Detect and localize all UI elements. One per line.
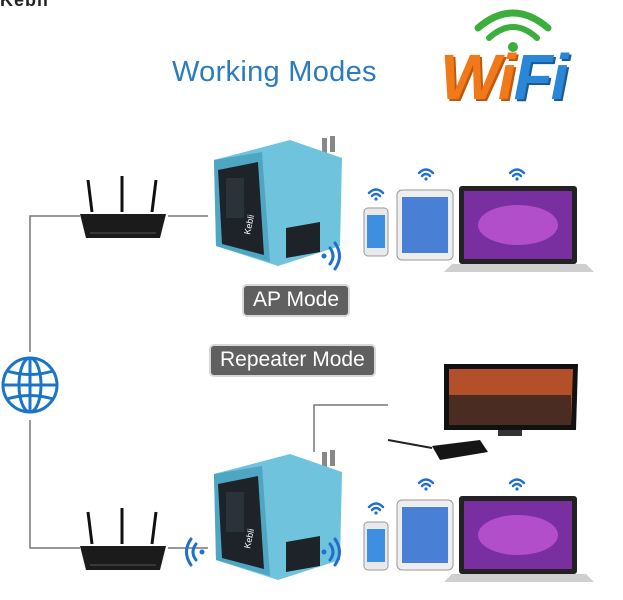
wifi-logo-wi: Wi <box>440 41 516 113</box>
wifi-logo: WiFi <box>440 40 569 114</box>
page-title: Working Modes <box>172 56 377 88</box>
tv-icon <box>444 364 578 436</box>
smartphone-icon <box>363 207 389 257</box>
repeater-mode-label: Repeater Mode <box>211 346 374 375</box>
ap-mode-label: AP Mode <box>244 286 348 315</box>
wifi-signal-icon <box>321 537 341 567</box>
wifi-signal-icon <box>417 168 435 181</box>
wifi-signal-icon <box>367 188 385 201</box>
smartphone-icon <box>363 521 389 571</box>
wifi-signal-icon <box>185 537 205 567</box>
wifi-logo-fi: Fi <box>513 41 569 113</box>
tablet-icon <box>396 189 454 261</box>
globe-icon <box>1 356 59 414</box>
cropped-header-text: Kebli <box>0 0 50 10</box>
svg-text:Kebli: Kebli <box>242 528 256 550</box>
router-icon <box>80 176 166 238</box>
wifi-signal-icon <box>321 241 341 271</box>
repeater-device-icon: Kebli <box>214 450 342 580</box>
wifi-signal-icon <box>508 168 526 181</box>
laptop-icon <box>444 186 594 272</box>
wifi-signal-icon <box>417 478 435 491</box>
tablet-icon <box>396 499 454 571</box>
wifi-signal-icon <box>367 502 385 515</box>
svg-text:Kebli: Kebli <box>242 214 256 236</box>
router-icon <box>80 508 166 570</box>
wifi-signal-icon <box>508 478 526 491</box>
repeater-device-icon: Kebli <box>214 136 342 266</box>
laptop-icon <box>444 496 594 582</box>
set-top-box-icon <box>387 439 488 460</box>
